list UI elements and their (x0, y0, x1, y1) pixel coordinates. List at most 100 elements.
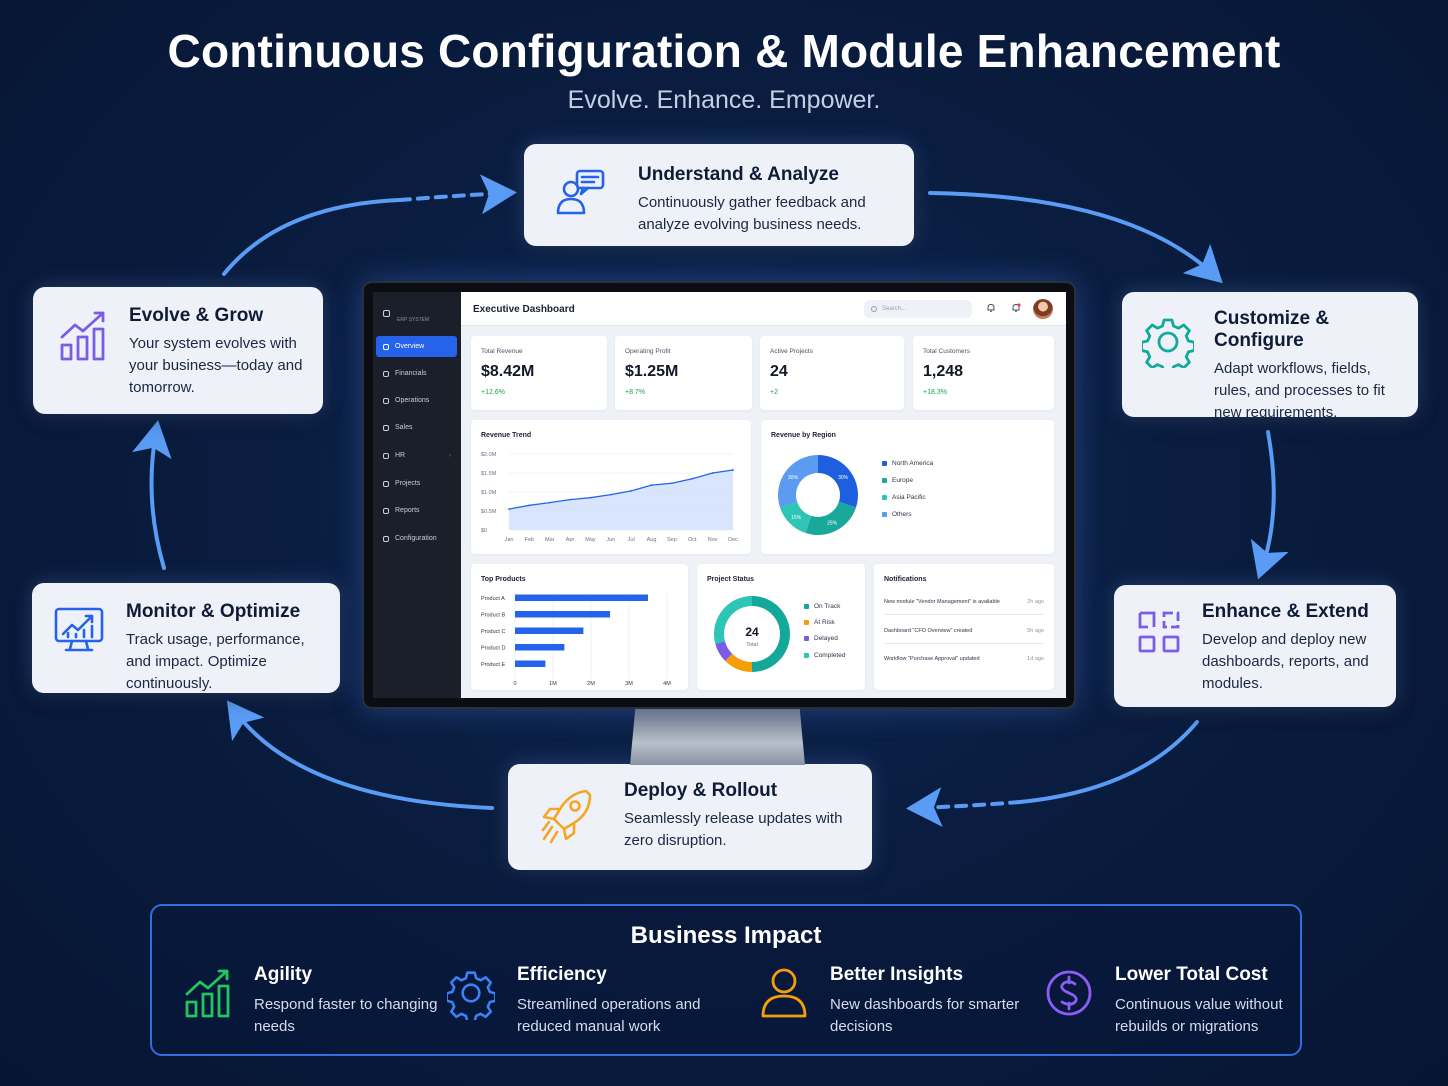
nav-item-hr[interactable]: HR› (376, 445, 457, 466)
arrow-understand-to-customize (928, 191, 1223, 284)
revenue-area (509, 469, 733, 530)
nav-item-configuration[interactable]: Configuration (376, 528, 457, 549)
stage-monitor-optimize: Monitor & Optimize Track usage, performa… (32, 583, 340, 693)
growth-chart-icon (59, 309, 109, 361)
arrow-customize-to-enhance (1250, 430, 1289, 580)
notification-item[interactable]: New module "Vendor Management" is availa… (884, 599, 1044, 605)
y-tick-label: $1.0M (481, 490, 497, 496)
bell-icon[interactable] (986, 303, 996, 313)
nav-item-overview[interactable]: Overview (376, 336, 457, 357)
business-impact-title: Business Impact (630, 922, 822, 949)
kpi-card-operating-profit: Operating Profit$1.25M+8.7% (615, 336, 752, 410)
x-tick-label: Mar (545, 537, 555, 543)
slice-label: 25% (827, 521, 838, 527)
x-tick-label: 2M (587, 681, 595, 687)
x-tick-label: Dec (728, 537, 738, 543)
stage-title: Monitor & Optimize (126, 601, 301, 622)
nav-item-projects[interactable]: Projects (376, 473, 457, 494)
monitor-chart-icon (54, 605, 104, 655)
alert-bell-icon[interactable] (1011, 303, 1021, 313)
dashboard-title: Executive Dashboard (473, 304, 575, 315)
top-products-title: Top Products (481, 576, 526, 583)
donut-slice (779, 501, 812, 534)
page-subtitle: Evolve. Enhance. Empower. (567, 86, 881, 114)
product-bar (515, 660, 546, 667)
donut-slice (725, 653, 752, 672)
user-avatar[interactable] (1033, 299, 1053, 319)
donut-slice (715, 641, 733, 661)
gear-icon (1142, 316, 1194, 368)
arrow-monitor-to-evolve (132, 420, 172, 570)
dashboard-main: Executive Dashboard Search... Total Reve… (461, 292, 1066, 698)
kpi-card-total-revenue: Total Revenue$8.42M+12.6% (471, 336, 607, 410)
x-tick-label: Jul (628, 537, 635, 543)
stage-description: Seamlessly release updates with zero dis… (624, 810, 843, 849)
x-tick-label: Nov (708, 537, 718, 543)
legend-item: Europe (882, 477, 913, 484)
project-status-title: Project Status (707, 576, 755, 583)
product-label: Product B (481, 613, 505, 619)
nav-item-reports[interactable]: Reports (376, 500, 457, 521)
business-impact-panel: Business Impact Agility Respond faster t… (150, 904, 1302, 1056)
stage-description: Adapt workflows, fields, rules, and proc… (1214, 360, 1385, 421)
data-point (508, 508, 510, 510)
gear-icon (447, 971, 495, 1020)
bar-growth-icon (185, 969, 230, 1018)
arrow-deploy-to-monitor (226, 700, 494, 810)
legend-item: Completed (804, 652, 845, 659)
data-point (691, 477, 694, 480)
data-point (528, 504, 531, 507)
x-tick-label: 0 (513, 681, 516, 687)
stage-evolve-grow: Evolve & Grow Your system evolves with y… (33, 287, 323, 414)
app-logo: ERP SYSTEM (383, 304, 453, 324)
y-tick-label: $2.0M (481, 452, 497, 458)
stage-title: Deploy & Rollout (624, 780, 778, 801)
data-point (569, 498, 571, 501)
legend-item: On Track (804, 603, 840, 610)
x-tick-label: 4M (663, 681, 671, 687)
product-bar (515, 627, 584, 634)
y-tick-label: $1.5M (481, 471, 497, 477)
stage-title: Customize & Configure (1214, 308, 1330, 351)
donut-slice (752, 596, 790, 672)
product-bar (515, 611, 610, 618)
donut-slice (818, 455, 858, 508)
search-input[interactable]: Search... (864, 300, 972, 318)
benefit-description: Respond faster to changing needs (254, 996, 438, 1035)
user-icon (761, 968, 807, 1018)
monitor-stand (630, 709, 805, 765)
benefit-description: Streamlined operations and reduced manua… (517, 996, 701, 1035)
nav-item-financials[interactable]: Financials (376, 363, 457, 384)
x-tick-label: Apr (566, 537, 575, 543)
legend-item: Asia Pacific (882, 494, 926, 501)
revenue-region-card: Revenue by Region 30%25%15%30% North Ame… (761, 420, 1054, 554)
product-bar (515, 594, 648, 601)
x-tick-label: Feb (525, 537, 534, 543)
stage-description: Your system evolves with your business—t… (129, 335, 303, 396)
page-title: Continuous Configuration & Module Enhanc… (167, 25, 1281, 77)
data-point (732, 469, 734, 471)
benefit-title: Efficiency (517, 964, 607, 985)
dollar-icon (1046, 970, 1092, 1016)
data-point (671, 482, 673, 485)
status-total-label: Total (746, 642, 758, 648)
benefit-description: New dashboards for smarter decisions (830, 996, 1020, 1035)
arrow-evolve-to-understand (222, 198, 402, 276)
donut-slice (778, 455, 818, 508)
stage-title: Understand & Analyze (638, 164, 839, 185)
x-tick-label: May (585, 537, 596, 543)
nav-item-sales[interactable]: Sales (376, 417, 457, 438)
x-tick-label: Jun (606, 537, 615, 543)
chevron-right-icon: › (449, 452, 451, 459)
nav-item-operations[interactable]: Operations (376, 390, 457, 411)
slice-label: 15% (791, 515, 802, 521)
